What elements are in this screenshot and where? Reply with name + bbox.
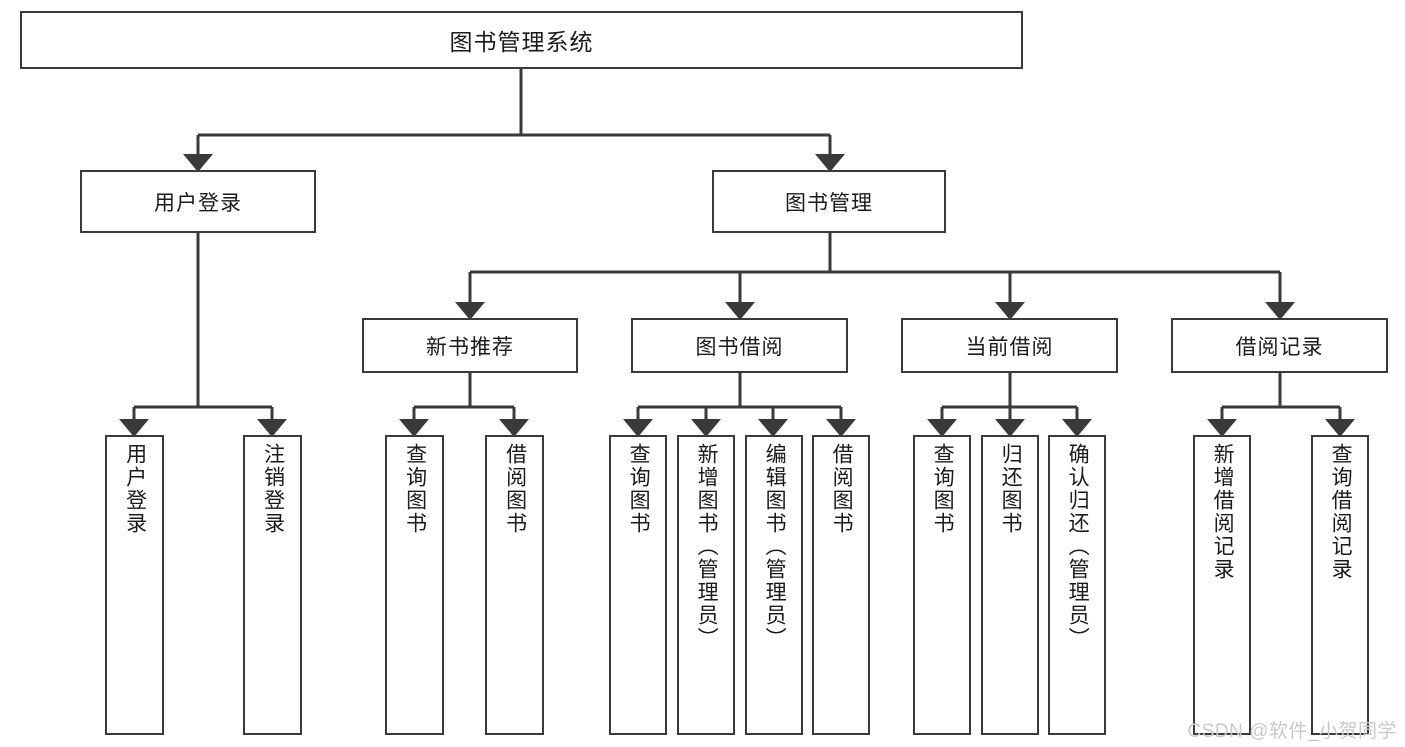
node-leaf-add-borrow-record[interactable]: 新增借阅记录	[1193, 435, 1251, 735]
node-root-library-management-system[interactable]: 图书管理系统	[20, 11, 1023, 69]
node-label: 新增图书（管理员）	[695, 443, 719, 650]
node-label: 查询借阅记录	[1329, 443, 1353, 581]
node-current-borrow[interactable]: 当前借阅	[901, 318, 1118, 373]
node-leaf-query-borrow-record[interactable]: 查询借阅记录	[1311, 435, 1369, 735]
node-new-book-recommendation[interactable]: 新书推荐	[362, 318, 578, 373]
node-book-borrow[interactable]: 图书借阅	[631, 318, 848, 373]
node-book-management[interactable]: 图书管理	[712, 170, 946, 233]
csdn-watermark: CSDN @软件_小贺同学	[1187, 721, 1397, 742]
node-label: 编辑图书（管理员）	[763, 443, 787, 650]
node-leaf-query-book-borrow[interactable]: 查询图书	[609, 435, 667, 735]
node-leaf-borrow-book-new[interactable]: 借阅图书	[485, 435, 544, 735]
node-label: 确认归还（管理员）	[1066, 443, 1090, 650]
node-leaf-add-book-admin[interactable]: 新增图书（管理员）	[677, 435, 735, 735]
node-label: 图书管理系统	[449, 29, 594, 55]
node-label: 借阅图书	[503, 443, 527, 535]
node-label: 新增借阅记录	[1211, 443, 1235, 581]
node-label: 图书管理	[785, 191, 873, 215]
node-leaf-user-login[interactable]: 用户登录	[105, 435, 164, 735]
node-label: 图书借阅	[695, 335, 784, 359]
node-label: 查询图书	[627, 443, 651, 535]
node-leaf-logout[interactable]: 注销登录	[243, 435, 302, 735]
node-borrow-record[interactable]: 借阅记录	[1171, 318, 1388, 373]
node-label: 注销登录	[261, 443, 285, 535]
node-leaf-borrow-book[interactable]: 借阅图书	[812, 435, 870, 735]
node-label: 查询图书	[931, 443, 955, 535]
node-label: 当前借阅	[965, 335, 1054, 359]
node-leaf-query-book-new[interactable]: 查询图书	[385, 435, 444, 735]
node-label: 归还图书	[999, 443, 1023, 535]
node-leaf-query-book-current[interactable]: 查询图书	[913, 435, 971, 735]
node-leaf-edit-book-admin[interactable]: 编辑图书（管理员）	[745, 435, 803, 735]
node-label: 查询图书	[403, 443, 427, 535]
node-leaf-confirm-return-admin[interactable]: 确认归还（管理员）	[1048, 435, 1106, 735]
node-label: 借阅图书	[830, 443, 854, 535]
node-user-login[interactable]: 用户登录	[80, 170, 316, 233]
node-label: 用户登录	[123, 443, 147, 535]
node-label: 用户登录	[154, 191, 242, 215]
node-label: 借阅记录	[1235, 335, 1324, 359]
node-label: 新书推荐	[426, 335, 514, 359]
node-leaf-return-book[interactable]: 归还图书	[981, 435, 1039, 735]
